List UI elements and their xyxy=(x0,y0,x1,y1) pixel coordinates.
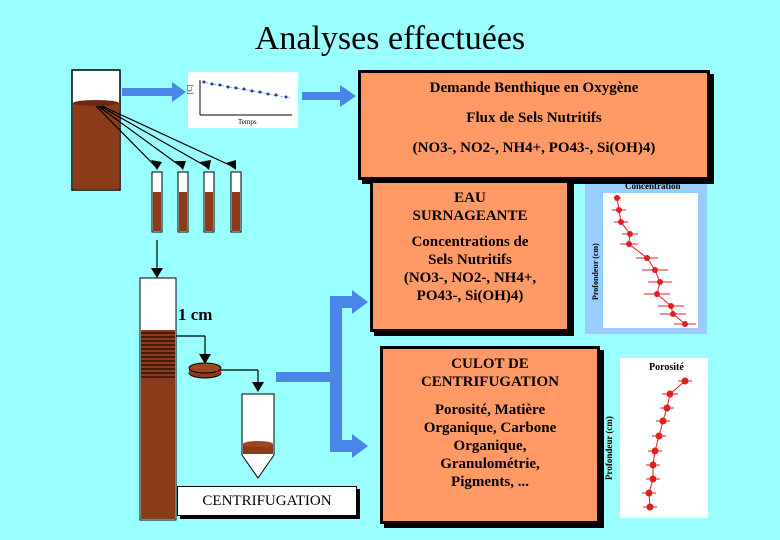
porosite-chart xyxy=(620,358,708,518)
time-chart-ylabel: [C] xyxy=(186,85,194,94)
centrifugation-label: CENTRIFUGATION xyxy=(177,486,357,516)
sampling-lines xyxy=(95,105,237,169)
time-chart-xlabel: Temps xyxy=(238,118,257,126)
box-culot-line4: Organique, Carbone xyxy=(423,420,557,436)
box-culot-line1: CULOT DE xyxy=(451,356,529,372)
concentration-chart-title: Concentration xyxy=(625,181,681,191)
page-title: Analyses effectuées xyxy=(254,20,526,57)
box-eau-line4: Sels Nutritifs xyxy=(428,252,512,268)
concentration-chart xyxy=(585,176,707,334)
sediment-core xyxy=(139,277,177,521)
box-eau-surnageante: EAU SURNAGEANTE Concentrations de Sels N… xyxy=(370,180,570,332)
box-culot-line7: Pigments, ... xyxy=(451,474,529,490)
core-tube xyxy=(71,69,121,191)
box-culot-line3: Porosité, Matière xyxy=(434,402,546,418)
arrow-core-to-chart xyxy=(122,82,186,102)
label-1cm: 1 cm xyxy=(178,305,213,324)
time-chart xyxy=(188,72,298,128)
box-eau-line5: (NO3-, NO2-, NH4+, xyxy=(403,270,537,286)
box-eau-line2: SURNAGEANTE xyxy=(412,208,528,224)
box-top-line3: (NO3-, NO2-, NH4+, PO43-, Si(OH)4) xyxy=(412,140,656,156)
box-culot-centrifugation: CULOT DE CENTRIFUGATION Porosité, Matièr… xyxy=(380,346,600,524)
centrifuge-tube xyxy=(241,393,275,479)
box-top-line2: Flux de Sels Nutritifs xyxy=(466,110,602,126)
box-top-line1: Demande Benthique en Oxygène xyxy=(429,80,639,96)
box-culot-line5: Organique, xyxy=(453,438,527,454)
box-culot-line6: Granulométrie, xyxy=(440,456,540,472)
box-eau-line1: EAU xyxy=(454,190,486,206)
box-oxygen-demand: Demande Benthique en Oxygène Flux de Sel… xyxy=(358,70,710,180)
concentration-chart-ylabel: Profondeur (cm) xyxy=(591,243,600,300)
box-eau-line6: PO43-, Si(OH)4) xyxy=(416,288,524,304)
arrow-chart-to-box xyxy=(302,85,356,107)
box-eau-line3: Concentrations de xyxy=(411,234,529,250)
small-tubes xyxy=(151,171,242,233)
connector-arrows xyxy=(276,290,368,458)
porosite-chart-ylabel: Profondeur (cm) xyxy=(604,416,614,480)
porosite-chart-title: Porosité xyxy=(649,362,684,373)
box-culot-line2: CENTRIFUGATION xyxy=(420,374,560,390)
